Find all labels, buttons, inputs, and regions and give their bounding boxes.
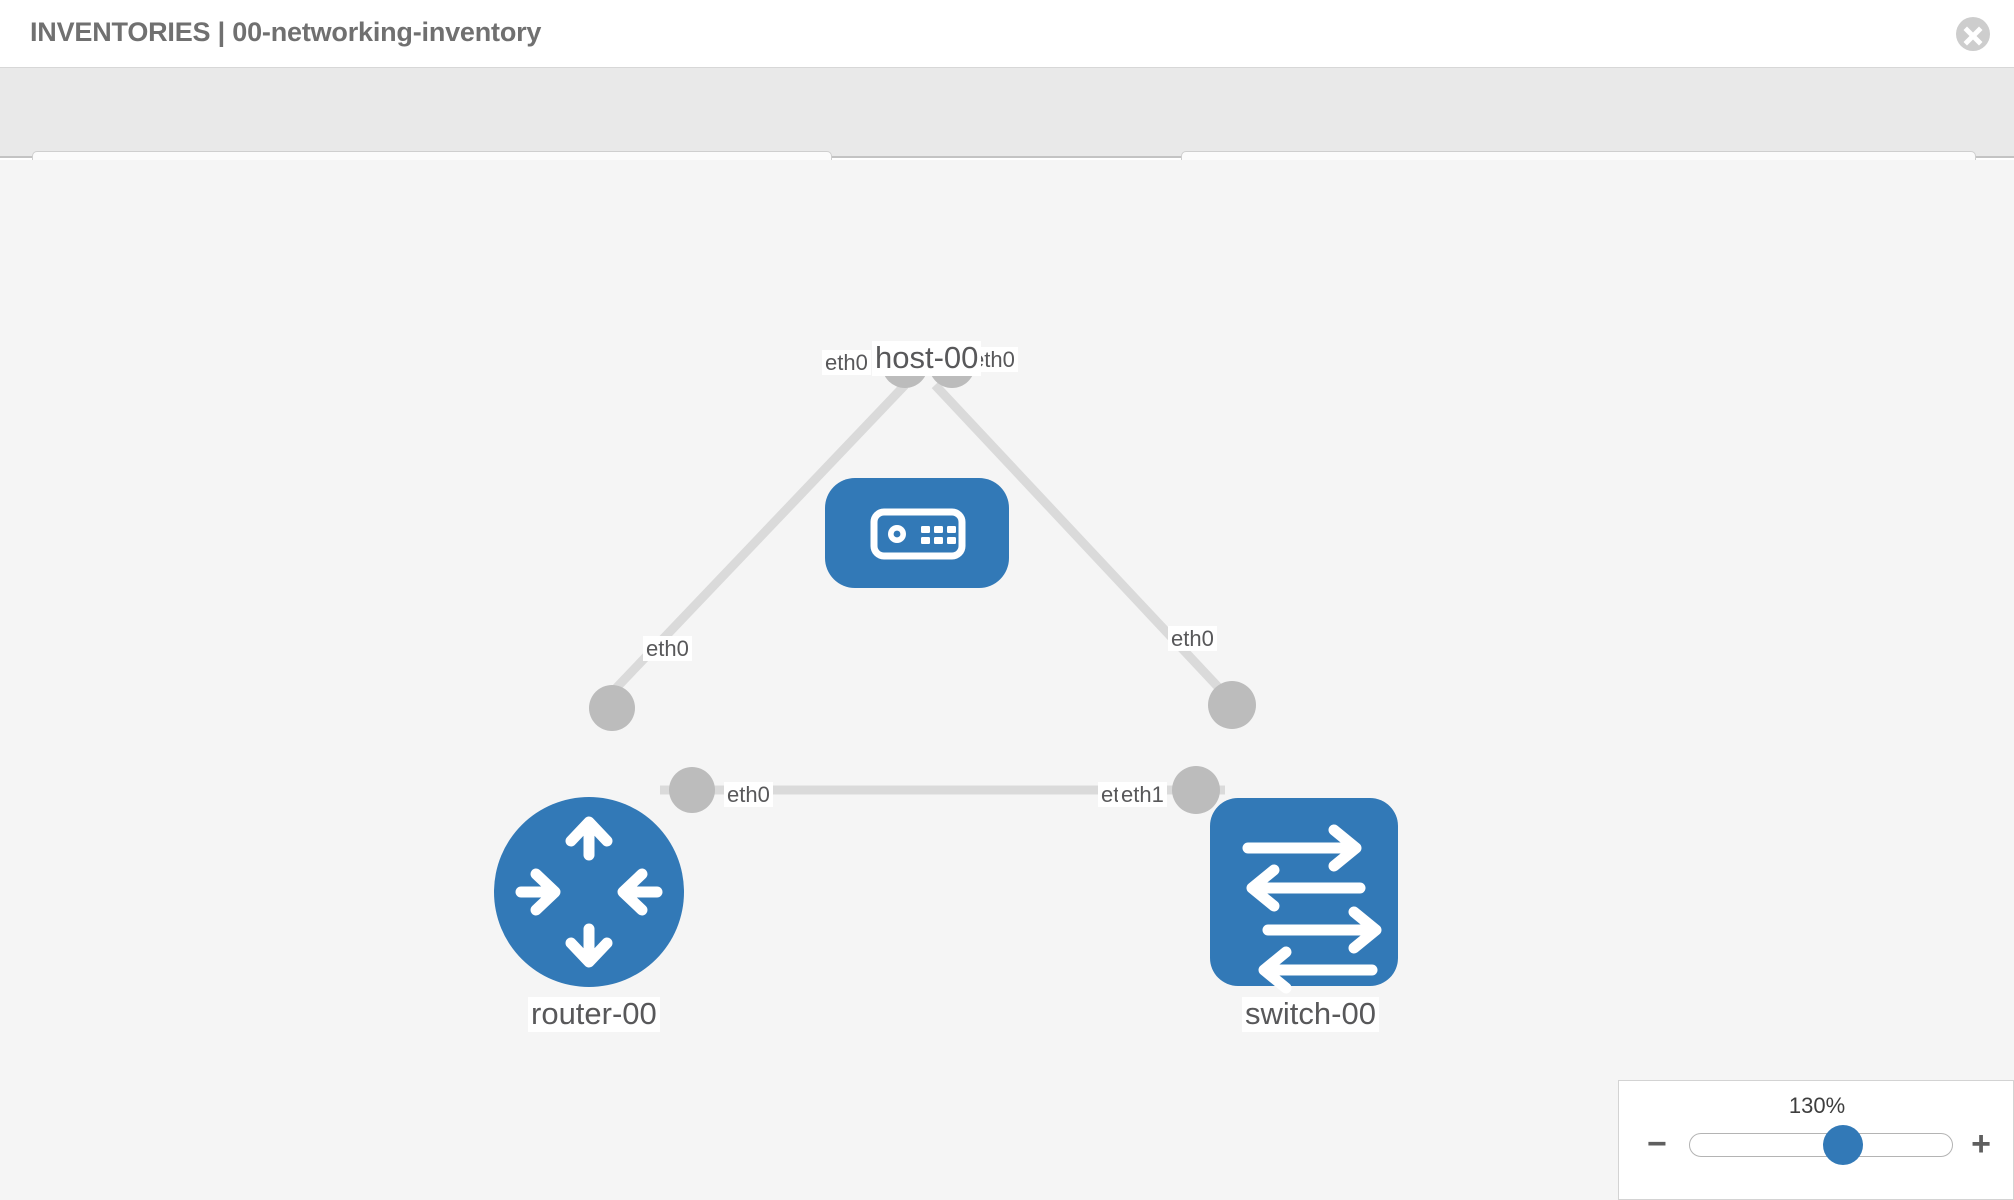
port-label-host-left: eth0 [822,350,871,376]
node-router-00-shape [494,797,684,987]
port-label-switch-left: eth1 [1118,782,1167,808]
node-label-router-00: router-00 [528,997,660,1032]
zoom-slider[interactable] [1689,1133,1953,1157]
node-host-00-shape [825,478,1009,588]
port-label-router-up: eth0 [643,636,692,662]
server-icon [870,508,966,560]
port-label-router-right: eth0 [724,782,773,808]
link-host-switch [931,381,1239,709]
port-switch-up [1208,681,1256,729]
port-label-switch-up: eth0 [1168,626,1217,652]
page-header: INVENTORIES | 00-networking-inventory [0,0,2014,68]
page-title: INVENTORIES | 00-networking-inventory [30,17,542,47]
topology-canvas[interactable]: eth0 eth0 host-00 eth0 eth0 eth0 eth eth… [0,160,2014,1200]
node-label-host-00: host-00 [872,341,982,376]
zoom-slider-thumb[interactable] [1823,1125,1864,1165]
plus-icon[interactable]: + [1971,1125,1991,1163]
close-icon[interactable] [1956,17,1990,51]
node-router-00[interactable] [494,797,684,987]
topology-graph [494,342,1398,994]
port-switch-left [1172,766,1220,814]
zoom-control-panel: 130% − + [1618,1080,2014,1200]
node-label-switch-00: switch-00 [1242,997,1379,1032]
zoom-level-label: 130% [1788,1093,1846,1118]
node-host-00[interactable] [825,478,1009,588]
minus-icon[interactable]: − [1647,1125,1667,1163]
toolbar: ACTIONS SEARCH [0,68,2014,207]
port-router-up [589,685,635,731]
port-router-right [669,767,715,813]
switch-arrows-icon [1242,824,1382,994]
router-arrows-icon [515,816,663,968]
node-switch-00[interactable] [1210,798,1398,994]
